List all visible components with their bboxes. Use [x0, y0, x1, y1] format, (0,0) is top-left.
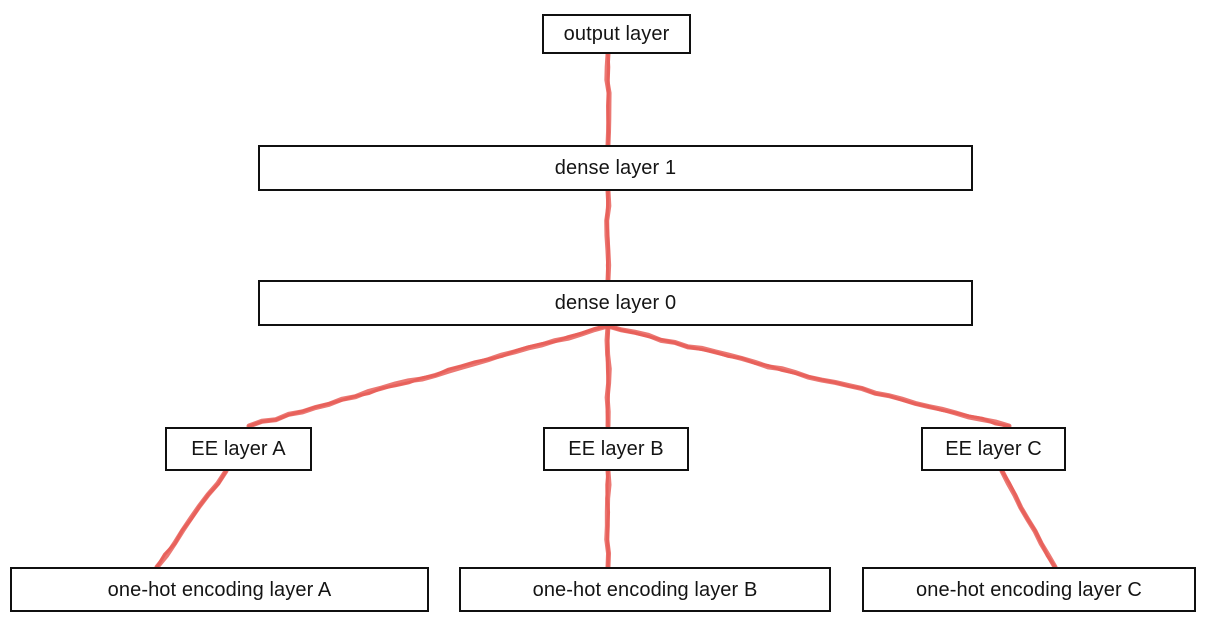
edge-onehot-c-to-ee-c — [999, 468, 1058, 570]
edge-ee-a-to-dense0 — [247, 324, 610, 428]
edge-onehot-b-to-ee-b — [604, 468, 612, 570]
node-label-one-hot-encoding-layer-c: one-hot encoding layer C — [916, 578, 1142, 601]
node-one-hot-encoding-layer-a[interactable]: one-hot encoding layer A — [10, 567, 429, 612]
node-label-dense-layer-0: dense layer 0 — [554, 292, 677, 314]
node-label-ee-layer-b: EE layer B — [568, 438, 664, 460]
node-label-dense-layer-1: dense layer 1 — [554, 157, 677, 179]
edge-ee-b-to-dense0 — [605, 324, 610, 428]
node-label-output-layer: output layer — [563, 23, 670, 45]
edge-onehot-b-to-ee-b — [605, 469, 611, 569]
node-ee-layer-c[interactable]: EE layer C — [921, 427, 1066, 471]
node-dense-layer-0[interactable]: dense layer 0 — [258, 280, 973, 326]
node-label-ee-layer-a: EE layer A — [191, 438, 286, 460]
node-one-hot-encoding-layer-c[interactable]: one-hot encoding layer C — [862, 567, 1196, 612]
edge-onehot-a-to-ee-a — [154, 468, 229, 570]
edge-ee-c-to-dense0 — [605, 323, 1012, 429]
edge-onehot-a-to-ee-a — [155, 469, 228, 569]
edge-ee-b-to-dense0 — [604, 323, 612, 429]
node-output-layer[interactable]: output layer — [542, 14, 691, 54]
node-label-one-hot-encoding-layer-a: one-hot encoding layer A — [107, 578, 332, 601]
edge-dense1-to-output — [604, 51, 612, 148]
node-dense-layer-1[interactable]: dense layer 1 — [258, 145, 973, 191]
edge-ee-a-to-dense0 — [246, 323, 611, 429]
edge-dense1-to-output — [606, 52, 611, 147]
node-ee-layer-a[interactable]: EE layer A — [165, 427, 312, 471]
node-label-ee-layer-c: EE layer C — [945, 438, 1042, 460]
edge-dense0-to-dense1 — [604, 188, 612, 283]
node-label-one-hot-encoding-layer-b: one-hot encoding layer B — [532, 578, 758, 601]
edge-ee-c-to-dense0 — [606, 324, 1011, 428]
node-ee-layer-b[interactable]: EE layer B — [543, 427, 689, 471]
edge-onehot-c-to-ee-c — [1000, 469, 1057, 569]
edge-dense0-to-dense1 — [605, 189, 610, 282]
node-one-hot-encoding-layer-b[interactable]: one-hot encoding layer B — [459, 567, 831, 612]
